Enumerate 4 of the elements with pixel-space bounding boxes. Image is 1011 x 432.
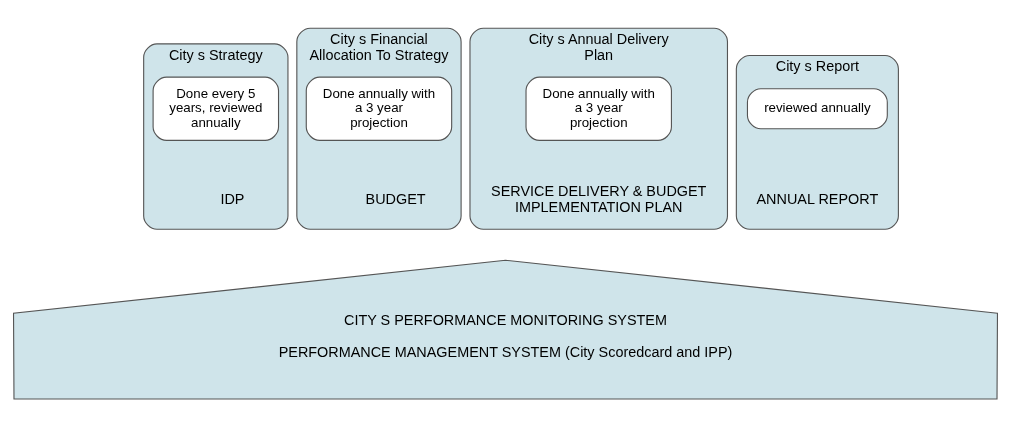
node-box: Done annually with a 3 year projection [305, 76, 453, 141]
node-box: reviewed annually [746, 87, 888, 129]
node-box: Done every 5 years, reviewed annually [152, 76, 280, 141]
node-box: Done annually with a 3 year projection [525, 76, 672, 141]
